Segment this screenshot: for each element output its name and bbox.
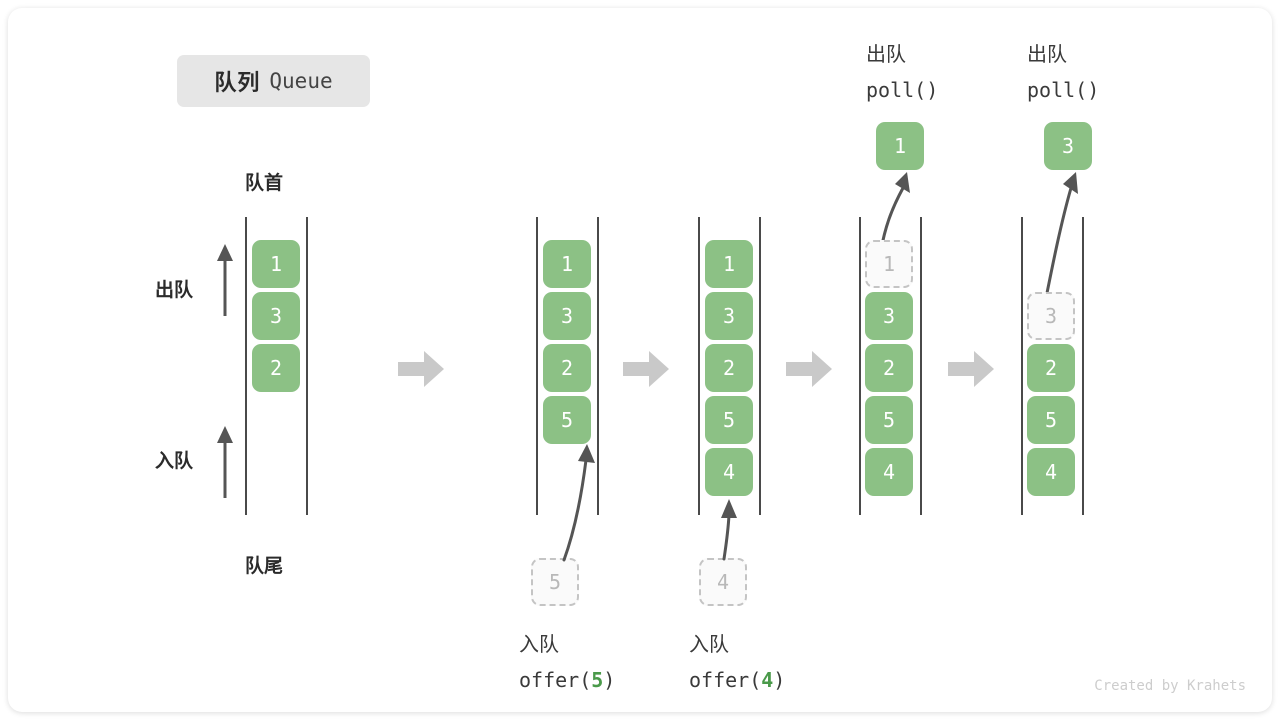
- stage-poll3-rail-left: [1021, 217, 1023, 515]
- incoming-ghost-cell: 5: [531, 558, 579, 606]
- stage-poll3-rail-right: [1082, 217, 1084, 515]
- queue-cell: 1: [252, 240, 300, 288]
- stage-offer4-caption: 入队 offer(4): [689, 628, 785, 698]
- stage-initial-rail-left: [245, 217, 247, 515]
- header-code: poll(): [1027, 78, 1100, 102]
- label-queue-tail: 队尾: [245, 556, 284, 577]
- caption-code-suffix: ): [773, 668, 786, 692]
- caption-code: offer(4): [689, 663, 785, 698]
- caption-code-suffix: ): [603, 668, 616, 692]
- dequeued-cell: 3: [1044, 122, 1092, 170]
- stage-poll1-header: 出队 poll(): [866, 38, 938, 108]
- queue-cell: 4: [1027, 448, 1075, 496]
- stage-offer5-rail-right: [597, 217, 599, 515]
- label-dequeue-direction: 出队: [155, 280, 194, 301]
- flow-arrow-icon: [398, 351, 444, 387]
- title-cn: 队列: [214, 70, 261, 95]
- stage-offer4-rail-right: [759, 217, 761, 515]
- flow-arrow-icon: [623, 351, 669, 387]
- queue-cell: 4: [705, 448, 753, 496]
- header-code: poll(): [866, 78, 939, 102]
- title-en: Queue: [269, 69, 333, 93]
- enqueue-arrow-icon: [721, 499, 737, 561]
- caption-code-prefix: offer(: [689, 668, 762, 692]
- queue-cell: 5: [865, 396, 913, 444]
- queue-cell: 1: [543, 240, 591, 288]
- header-cn: 出队: [1027, 44, 1067, 66]
- dequeue-arrow-icon: [1044, 172, 1078, 300]
- queue-cell: 3: [252, 292, 300, 340]
- stage-poll1-rail-left: [859, 217, 861, 515]
- caption-cn: 入队: [519, 634, 559, 656]
- queue-cell: 3: [865, 292, 913, 340]
- dequeued-cell: 1: [876, 122, 924, 170]
- caption-code-prefix: offer(: [519, 668, 592, 692]
- header-cn: 出队: [866, 44, 906, 66]
- stage-poll1-rail-right: [920, 217, 922, 515]
- credit-text: Created by Krahets: [1094, 678, 1246, 694]
- dequeue-direction-arrow-icon: [217, 244, 233, 316]
- stage-offer5-caption: 入队 offer(5): [519, 628, 615, 698]
- stage-poll3-header: 出队 poll(): [1027, 38, 1099, 108]
- flow-arrow-icon: [786, 351, 832, 387]
- queue-cell-ghost: 1: [865, 240, 913, 288]
- stage-offer5-rail-left: [536, 217, 538, 515]
- queue-cell: 2: [705, 344, 753, 392]
- queue-cell: 3: [543, 292, 591, 340]
- queue-cell: 5: [543, 396, 591, 444]
- caption-code-value: 5: [591, 668, 604, 692]
- queue-cell: 2: [865, 344, 913, 392]
- queue-cell: 3: [705, 292, 753, 340]
- flow-arrow-icon: [948, 351, 994, 387]
- label-enqueue-direction: 入队: [155, 451, 194, 472]
- queue-cell: 2: [252, 344, 300, 392]
- diagram-card: 队列 Queue 队首 队尾 出队 入队 1 3 2 1 3 2 5 5 入队 …: [8, 8, 1272, 712]
- enqueue-direction-arrow-icon: [217, 426, 233, 498]
- queue-cell: 4: [865, 448, 913, 496]
- caption-code-value: 4: [761, 668, 774, 692]
- queue-cell: 1: [705, 240, 753, 288]
- diagram-title-chip: 队列 Queue: [177, 55, 370, 107]
- label-queue-head: 队首: [245, 173, 284, 194]
- enqueue-arrow-icon: [562, 444, 595, 562]
- caption-cn: 入队: [689, 634, 729, 656]
- caption-code: offer(5): [519, 663, 615, 698]
- queue-cell: 5: [705, 396, 753, 444]
- queue-cell-ghost: 3: [1027, 292, 1075, 340]
- queue-cell: 2: [1027, 344, 1075, 392]
- queue-cell: 5: [1027, 396, 1075, 444]
- queue-cell: 2: [543, 344, 591, 392]
- incoming-ghost-cell: 4: [699, 558, 747, 606]
- stage-initial-rail-right: [306, 217, 308, 515]
- stage-offer4-rail-left: [698, 217, 700, 515]
